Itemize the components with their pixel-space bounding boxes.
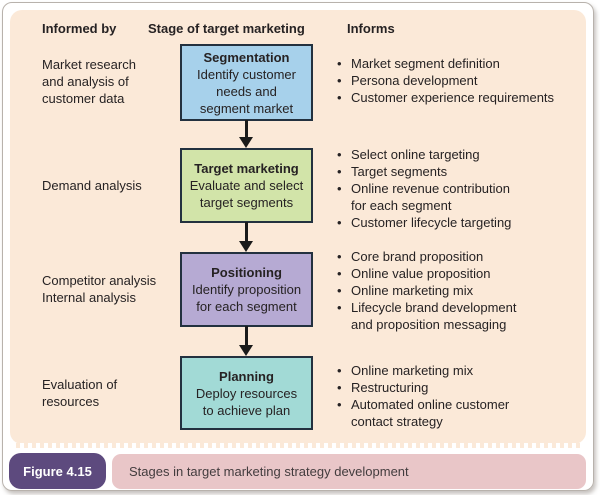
list-item: • Automated online customer contact strat… (337, 396, 585, 430)
list-item: • Online revenue contribution for each se… (337, 180, 585, 214)
list-item: • Lifecycle brand development and proposi… (337, 299, 585, 333)
bullet-icon: • (337, 249, 342, 264)
stage-box-segmentation: Segmentation Identify customer needs and… (180, 44, 313, 121)
informed-by-label-planning: Evaluation of resources (42, 377, 118, 409)
list-item: • Core brand proposition (337, 248, 585, 265)
informs-list-planning: • Online marketing mix • Restructuring • Au… (337, 362, 585, 430)
list-item-text: Automated online customer contact strate… (351, 397, 510, 429)
bullet-icon: • (337, 380, 342, 395)
list-item-text: Select online targeting (351, 147, 480, 162)
figure-caption: Stages in target marketing strategy deve… (129, 464, 409, 479)
bullet-icon: • (337, 266, 342, 281)
bullet-icon: • (337, 56, 342, 71)
list-item-text: Online revenue contribution for each seg… (351, 181, 510, 213)
panel-dotted-edge (16, 443, 580, 448)
list-item: • Customer experience requirements (337, 89, 585, 106)
figure-label: Figure 4.15 (23, 463, 92, 479)
informed-by-label-segmentation: Market research and analysis of customer… (42, 57, 136, 106)
bullet-icon: • (337, 215, 342, 230)
down-arrow-icon (238, 120, 254, 148)
bullet-icon: • (337, 73, 342, 88)
down-arrow-icon (238, 222, 254, 252)
list-item: • Target segments (337, 163, 585, 180)
stage-title: Target marketing (194, 161, 299, 176)
informs-list-target-marketing: • Select online targeting • Target segment… (337, 146, 585, 231)
stage-box-target-marketing: Target marketing Evaluate and select tar… (180, 148, 313, 223)
stage-description: Identify customer needs and segment mark… (197, 66, 296, 116)
figure-caption-bar: Stages in target marketing strategy deve… (112, 454, 586, 489)
list-item: • Restructuring (337, 379, 585, 396)
stage-title: Positioning (211, 265, 282, 280)
stage-title: Segmentation (203, 49, 290, 65)
bullet-icon: • (337, 181, 342, 196)
stage-description: Identify proposition for each segment (191, 282, 302, 314)
stage-description: Deploy resources to achieve plan (195, 385, 298, 418)
list-item: • Market segment definition (337, 55, 585, 72)
informs-list-segmentation: • Market segment definition • Persona deve… (337, 55, 585, 106)
list-item-text: Customer lifecycle targeting (351, 215, 512, 230)
stage-title: Planning (219, 368, 274, 384)
down-arrow-icon (238, 326, 254, 356)
list-item: • Online marketing mix (337, 362, 585, 379)
figure-label-badge: Figure 4.15 (9, 453, 106, 489)
column-header-stage: Stage of target marketing (148, 21, 305, 36)
column-header-informs: Informs (347, 21, 395, 36)
list-item-text: Online value proposition (351, 266, 491, 281)
stage-box-positioning: Positioning Identify proposition for eac… (180, 252, 313, 327)
bullet-icon: • (337, 164, 342, 179)
bullet-icon: • (337, 363, 342, 378)
list-item: • Customer lifecycle targeting (337, 214, 585, 231)
list-item-text: Core brand proposition (351, 249, 484, 264)
list-item-text: Restructuring (351, 380, 429, 395)
list-item: • Online marketing mix (337, 282, 585, 299)
list-item: • Select online targeting (337, 146, 585, 163)
informs-list-positioning: • Core brand proposition • Online value pr… (337, 248, 585, 333)
bullet-icon: • (337, 283, 342, 298)
column-header-informed-by: Informed by (42, 21, 117, 36)
stage-box-planning: Planning Deploy resources to achieve pla… (180, 356, 313, 430)
list-item-text: Online marketing mix (351, 283, 474, 298)
list-item-text: Market segment definition (351, 56, 500, 71)
bullet-icon: • (337, 300, 342, 315)
list-item: • Online value proposition (337, 265, 585, 282)
list-item-text: Lifecycle brand development and proposit… (351, 300, 517, 332)
informed-by-label-positioning: Competitor analysis Internal analysis (42, 273, 157, 305)
list-item-text: Customer experience requirements (351, 90, 555, 105)
stage-description: Evaluate and select target segments (189, 178, 304, 210)
list-item-text: Online marketing mix (351, 363, 474, 378)
list-item-text: Target segments (351, 164, 448, 179)
list-item: • Persona development (337, 72, 585, 89)
list-item-text: Persona development (351, 73, 478, 88)
bullet-icon: • (337, 90, 342, 105)
informed-by-label-target-marketing: Demand analysis (42, 178, 142, 193)
bullet-icon: • (337, 397, 342, 412)
bullet-icon: • (337, 147, 342, 162)
